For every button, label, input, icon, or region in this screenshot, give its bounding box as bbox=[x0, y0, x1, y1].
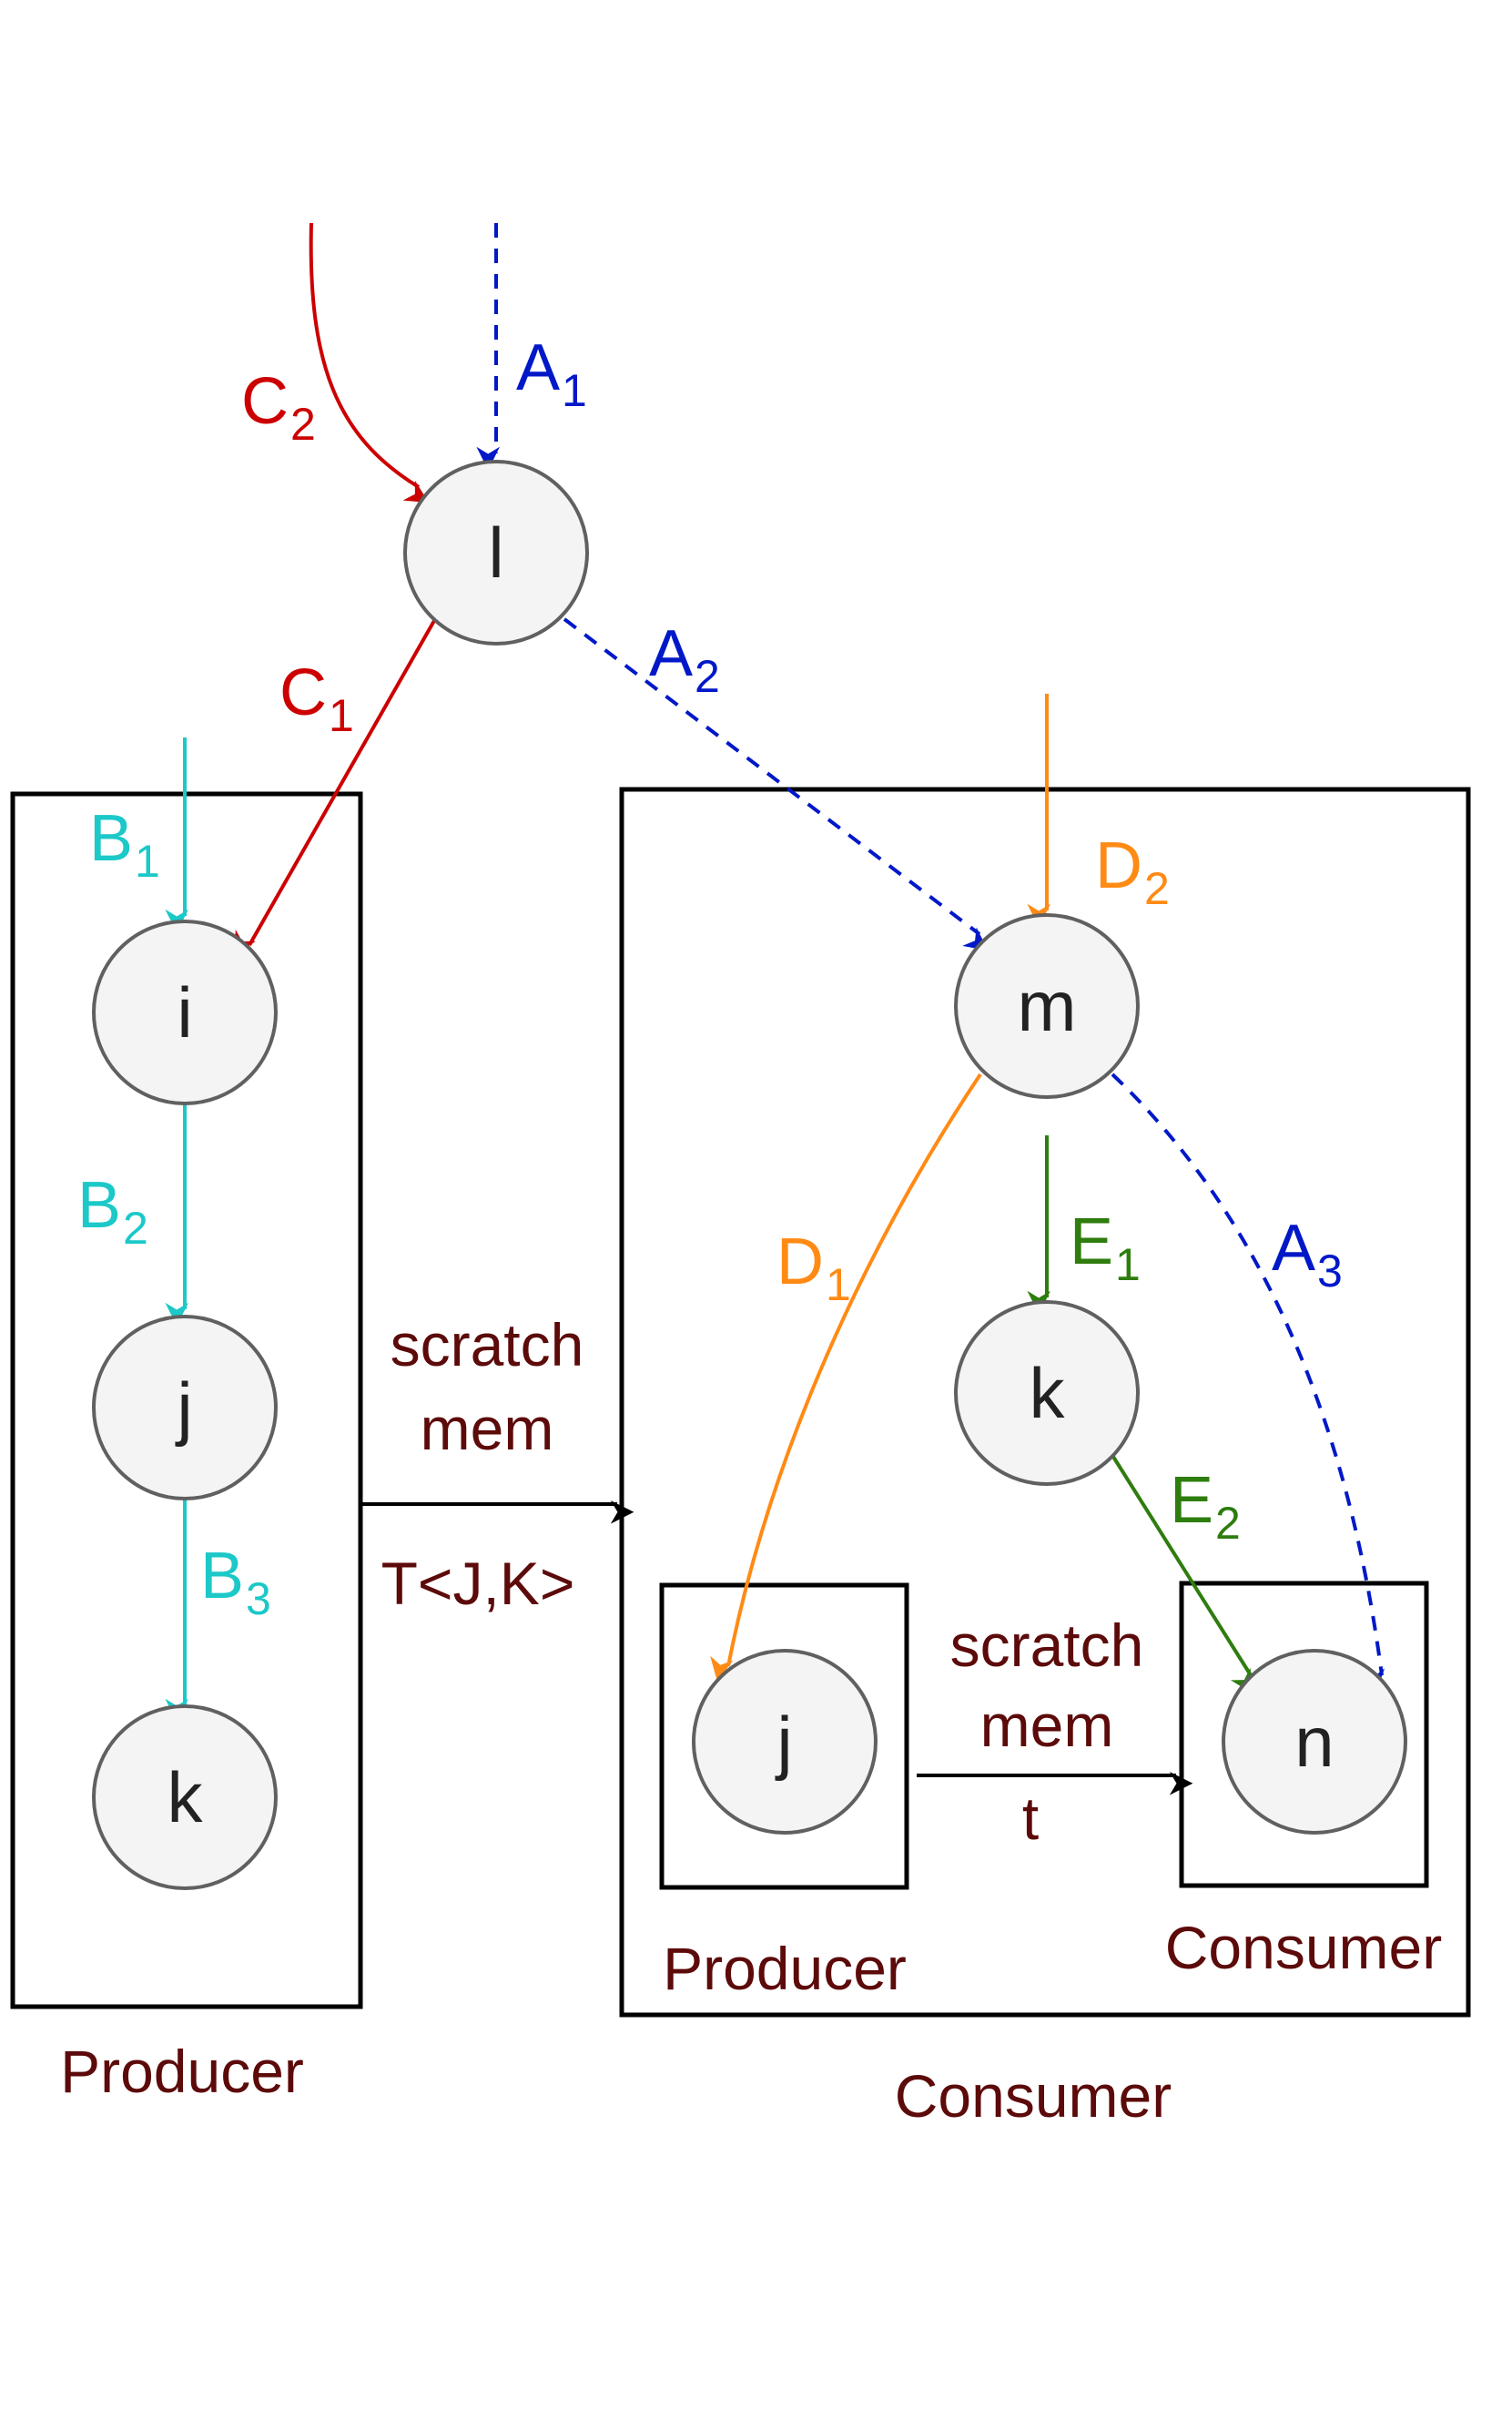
label-producer-inner: Producer bbox=[663, 1935, 907, 2002]
scratch-label-outer-line1: scratch bbox=[391, 1311, 584, 1378]
edge-a2 bbox=[563, 617, 989, 951]
edge-label-b3: B3 bbox=[200, 1540, 271, 1624]
node-label: m bbox=[1018, 966, 1077, 1046]
edge-label-c2: C2 bbox=[241, 365, 316, 450]
node-label: l bbox=[488, 513, 503, 593]
node-n: n bbox=[1222, 1649, 1407, 1835]
node-label: j bbox=[775, 1702, 792, 1782]
scratch-type-outer: T<J,K> bbox=[381, 1550, 575, 1617]
node-label: n bbox=[1294, 1702, 1334, 1782]
label-producer-left: Producer bbox=[60, 2038, 304, 2105]
node-k-left: k bbox=[92, 1704, 278, 1890]
node-label: j bbox=[175, 1368, 192, 1448]
edge-label-d1: D1 bbox=[776, 1225, 851, 1310]
label-consumer-inner: Consumer bbox=[1165, 1914, 1442, 1981]
edge-label-e1: E1 bbox=[1070, 1205, 1141, 1290]
label-consumer-right: Consumer bbox=[895, 2062, 1172, 2130]
edge-label-a3: A3 bbox=[1272, 1212, 1343, 1297]
producer-box-inner bbox=[659, 1582, 909, 1890]
scratch-label-inner-line1: scratch bbox=[950, 1612, 1144, 1679]
edge-c1 bbox=[234, 618, 437, 956]
node-j-left: j bbox=[92, 1315, 278, 1500]
node-label: i bbox=[177, 972, 192, 1052]
edge-a3 bbox=[1111, 1073, 1385, 1693]
edge-e2 bbox=[1111, 1455, 1253, 1694]
scratch-type-inner: t bbox=[1022, 1785, 1039, 1852]
scratch-label-outer-line2: mem bbox=[421, 1395, 554, 1462]
edge-d1 bbox=[710, 1073, 982, 1682]
node-i: i bbox=[92, 920, 278, 1105]
node-l: l bbox=[403, 460, 589, 646]
edge-label-d2: D2 bbox=[1095, 829, 1170, 914]
consumer-box-inner bbox=[1179, 1581, 1429, 1888]
scratch-label-inner-line2: mem bbox=[980, 1692, 1114, 1759]
node-label: k bbox=[1030, 1353, 1066, 1433]
edge-label-a2: A2 bbox=[649, 617, 720, 702]
node-label: k bbox=[167, 1757, 204, 1837]
node-j-inner: j bbox=[692, 1649, 878, 1835]
edge-c2 bbox=[309, 222, 430, 503]
edge-label-e2: E2 bbox=[1170, 1464, 1241, 1549]
edge-label-b2: B2 bbox=[77, 1169, 148, 1254]
edge-label-b1: B1 bbox=[89, 802, 160, 887]
edge-label-c1: C1 bbox=[279, 656, 354, 741]
edge-label-a1: A1 bbox=[516, 331, 587, 416]
node-m: m bbox=[954, 913, 1140, 1099]
node-k-right: k bbox=[954, 1300, 1140, 1486]
